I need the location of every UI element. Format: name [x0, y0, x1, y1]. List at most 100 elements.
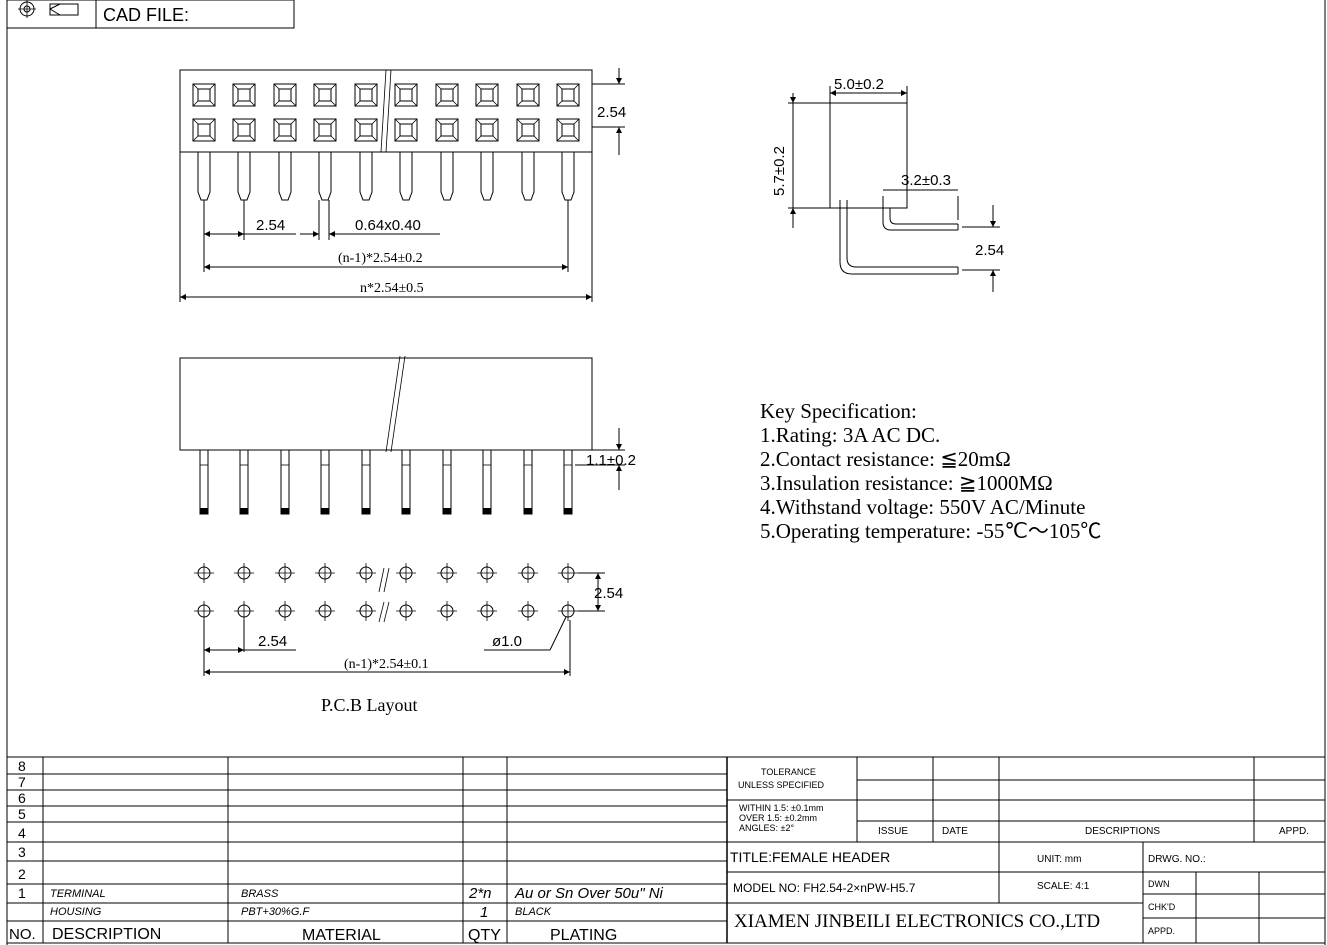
tail-pin: [399, 152, 413, 201]
side-pitch-label: 2.54: [975, 242, 1004, 259]
row-length-label: (n-1)*2.54±0.2: [338, 251, 423, 266]
contact-window: [273, 118, 297, 142]
contact-window: [394, 83, 418, 107]
bom-row-housing: HOUSING PBT+30%G.F 1 BLACK: [50, 904, 552, 921]
front-pin: [280, 449, 290, 515]
pcb-hole: [315, 601, 335, 621]
front-view: 1.1±0.2: [179, 355, 636, 515]
front-pin: [482, 449, 492, 515]
bom-header-desc: DESCRIPTION: [52, 926, 161, 943]
bom-row-number: 8: [18, 758, 26, 774]
contact-window: [354, 83, 378, 107]
bom-desc: HOUSING: [50, 906, 102, 918]
model-number: MODEL NO: FH2.54-2×nPW-H5.7: [733, 881, 916, 895]
side-view: 5.0±0.2 5.7±0.2 3.2±0.3 2.54: [771, 76, 1004, 292]
bom-row-number: 5: [18, 806, 26, 822]
appd-header: APPD.: [1279, 826, 1309, 837]
projection-symbol-icon: [18, 0, 79, 18]
tolerance-line: OVER 1.5: ±0.2mm: [739, 813, 817, 823]
contact-window: [475, 118, 499, 142]
front-pin: [401, 449, 411, 515]
contact-window: [394, 118, 418, 142]
pcb-hole: [477, 601, 497, 621]
key-spec-line: 5.Operating temperature: -55℃〜105℃: [760, 519, 1101, 543]
tail-pin: [237, 152, 251, 201]
pcb-hole: [477, 563, 497, 583]
dwn-label: DWN: [1148, 879, 1170, 889]
tail-pin: [278, 152, 292, 201]
drawing-number-label: DRWG. NO.:: [1148, 854, 1206, 865]
tail-pin: [197, 152, 211, 201]
tail-length-label: 1.1±0.2: [586, 452, 636, 469]
contact-window: [313, 83, 337, 107]
front-tail-pins: [199, 449, 573, 515]
tail-pins: [197, 152, 575, 201]
bom-row-terminal: TERMINAL BRASS 2*n Au or Sn Over 50u" Ni: [50, 885, 664, 902]
pcb-hole: [558, 563, 578, 583]
contact-window: [313, 118, 337, 142]
contact-window: [556, 83, 580, 107]
drawing-title: TITLE:FEMALE HEADER: [730, 849, 890, 865]
contact-window: [556, 118, 580, 142]
bom-header-no: NO.: [9, 926, 36, 943]
bom-row-number: 3: [18, 844, 26, 860]
tail-pin: [318, 152, 332, 201]
chkd-label: CHK'D: [1148, 902, 1176, 912]
key-spec-line: 3.Insulation resistance: ≧1000MΩ: [760, 471, 1053, 495]
bom-row-number: 1: [18, 885, 26, 901]
bom-header-material: MATERIAL: [302, 927, 381, 944]
contact-window: [516, 118, 540, 142]
contact-windows: [192, 83, 580, 142]
tail-pin: [480, 152, 494, 201]
bom-plating: BLACK: [515, 906, 552, 918]
hole-diameter-label: ø1.0: [492, 633, 522, 650]
scale-label: SCALE: 4:1: [1037, 881, 1090, 892]
bom-header-row: NO. DESCRIPTION MATERIAL QTY PLATING: [9, 926, 617, 944]
pcb-hole: [356, 601, 376, 621]
tail-pin: [521, 152, 535, 201]
bom-plating: Au or Sn Over 50u" Ni: [514, 885, 664, 902]
cad-header: CAD FILE:: [6, 0, 295, 29]
bom-row-number: 6: [18, 790, 26, 806]
date-header: DATE: [942, 826, 968, 837]
contact-window: [516, 83, 540, 107]
pin-size-label: 0.64x0.40: [355, 217, 421, 234]
front-pin: [239, 449, 249, 515]
bend-label: 3.2±0.3: [901, 172, 951, 189]
sheet-border: [6, 0, 1326, 945]
contact-window: [435, 83, 459, 107]
front-pin: [199, 449, 209, 515]
tail-pin: [440, 152, 454, 201]
contact-window: [192, 83, 216, 107]
appd-label: APPD.: [1148, 926, 1175, 936]
pcb-hole: [437, 563, 457, 583]
contact-window: [232, 118, 256, 142]
issue-header: ISSUE: [878, 826, 908, 837]
tolerance-subtitle: UNLESS SPECIFIED: [738, 780, 825, 790]
front-pin: [320, 449, 330, 515]
pcb-pitch-label-bottom: 2.54: [258, 633, 287, 650]
pitch-label-right: 2.54: [597, 104, 626, 121]
key-spec-title: Key Specification:: [760, 399, 917, 423]
bom-qty: 2*n: [468, 885, 492, 902]
bill-of-materials: 8 7 6 5 4 3 2 1 TERMINAL BRASS 2*n Au or…: [7, 756, 1325, 944]
pcb-hole: [558, 601, 578, 621]
bom-material: PBT+30%G.F: [241, 906, 310, 918]
front-pin: [563, 449, 573, 515]
tail-pin: [359, 152, 373, 201]
key-specification: Key Specification: 1.Rating: 3A AC DC. 2…: [760, 399, 1101, 543]
contact-window: [435, 118, 459, 142]
descriptions-header: DESCRIPTIONS: [1085, 826, 1160, 837]
pcb-hole: [518, 563, 538, 583]
pcb-hole: [275, 601, 295, 621]
pcb-hole: [315, 563, 335, 583]
tail-pin: [561, 152, 575, 201]
width-label: 5.0±0.2: [834, 76, 884, 93]
contact-window: [354, 118, 378, 142]
key-spec-line: 4.Withstand voltage: 550V AC/Minute: [760, 495, 1085, 519]
pcb-layout-caption: P.C.B Layout: [321, 695, 418, 715]
pcb-hole: [234, 563, 254, 583]
tolerance-title: TOLERANCE: [761, 767, 816, 777]
cad-file-label: CAD FILE:: [103, 5, 189, 25]
